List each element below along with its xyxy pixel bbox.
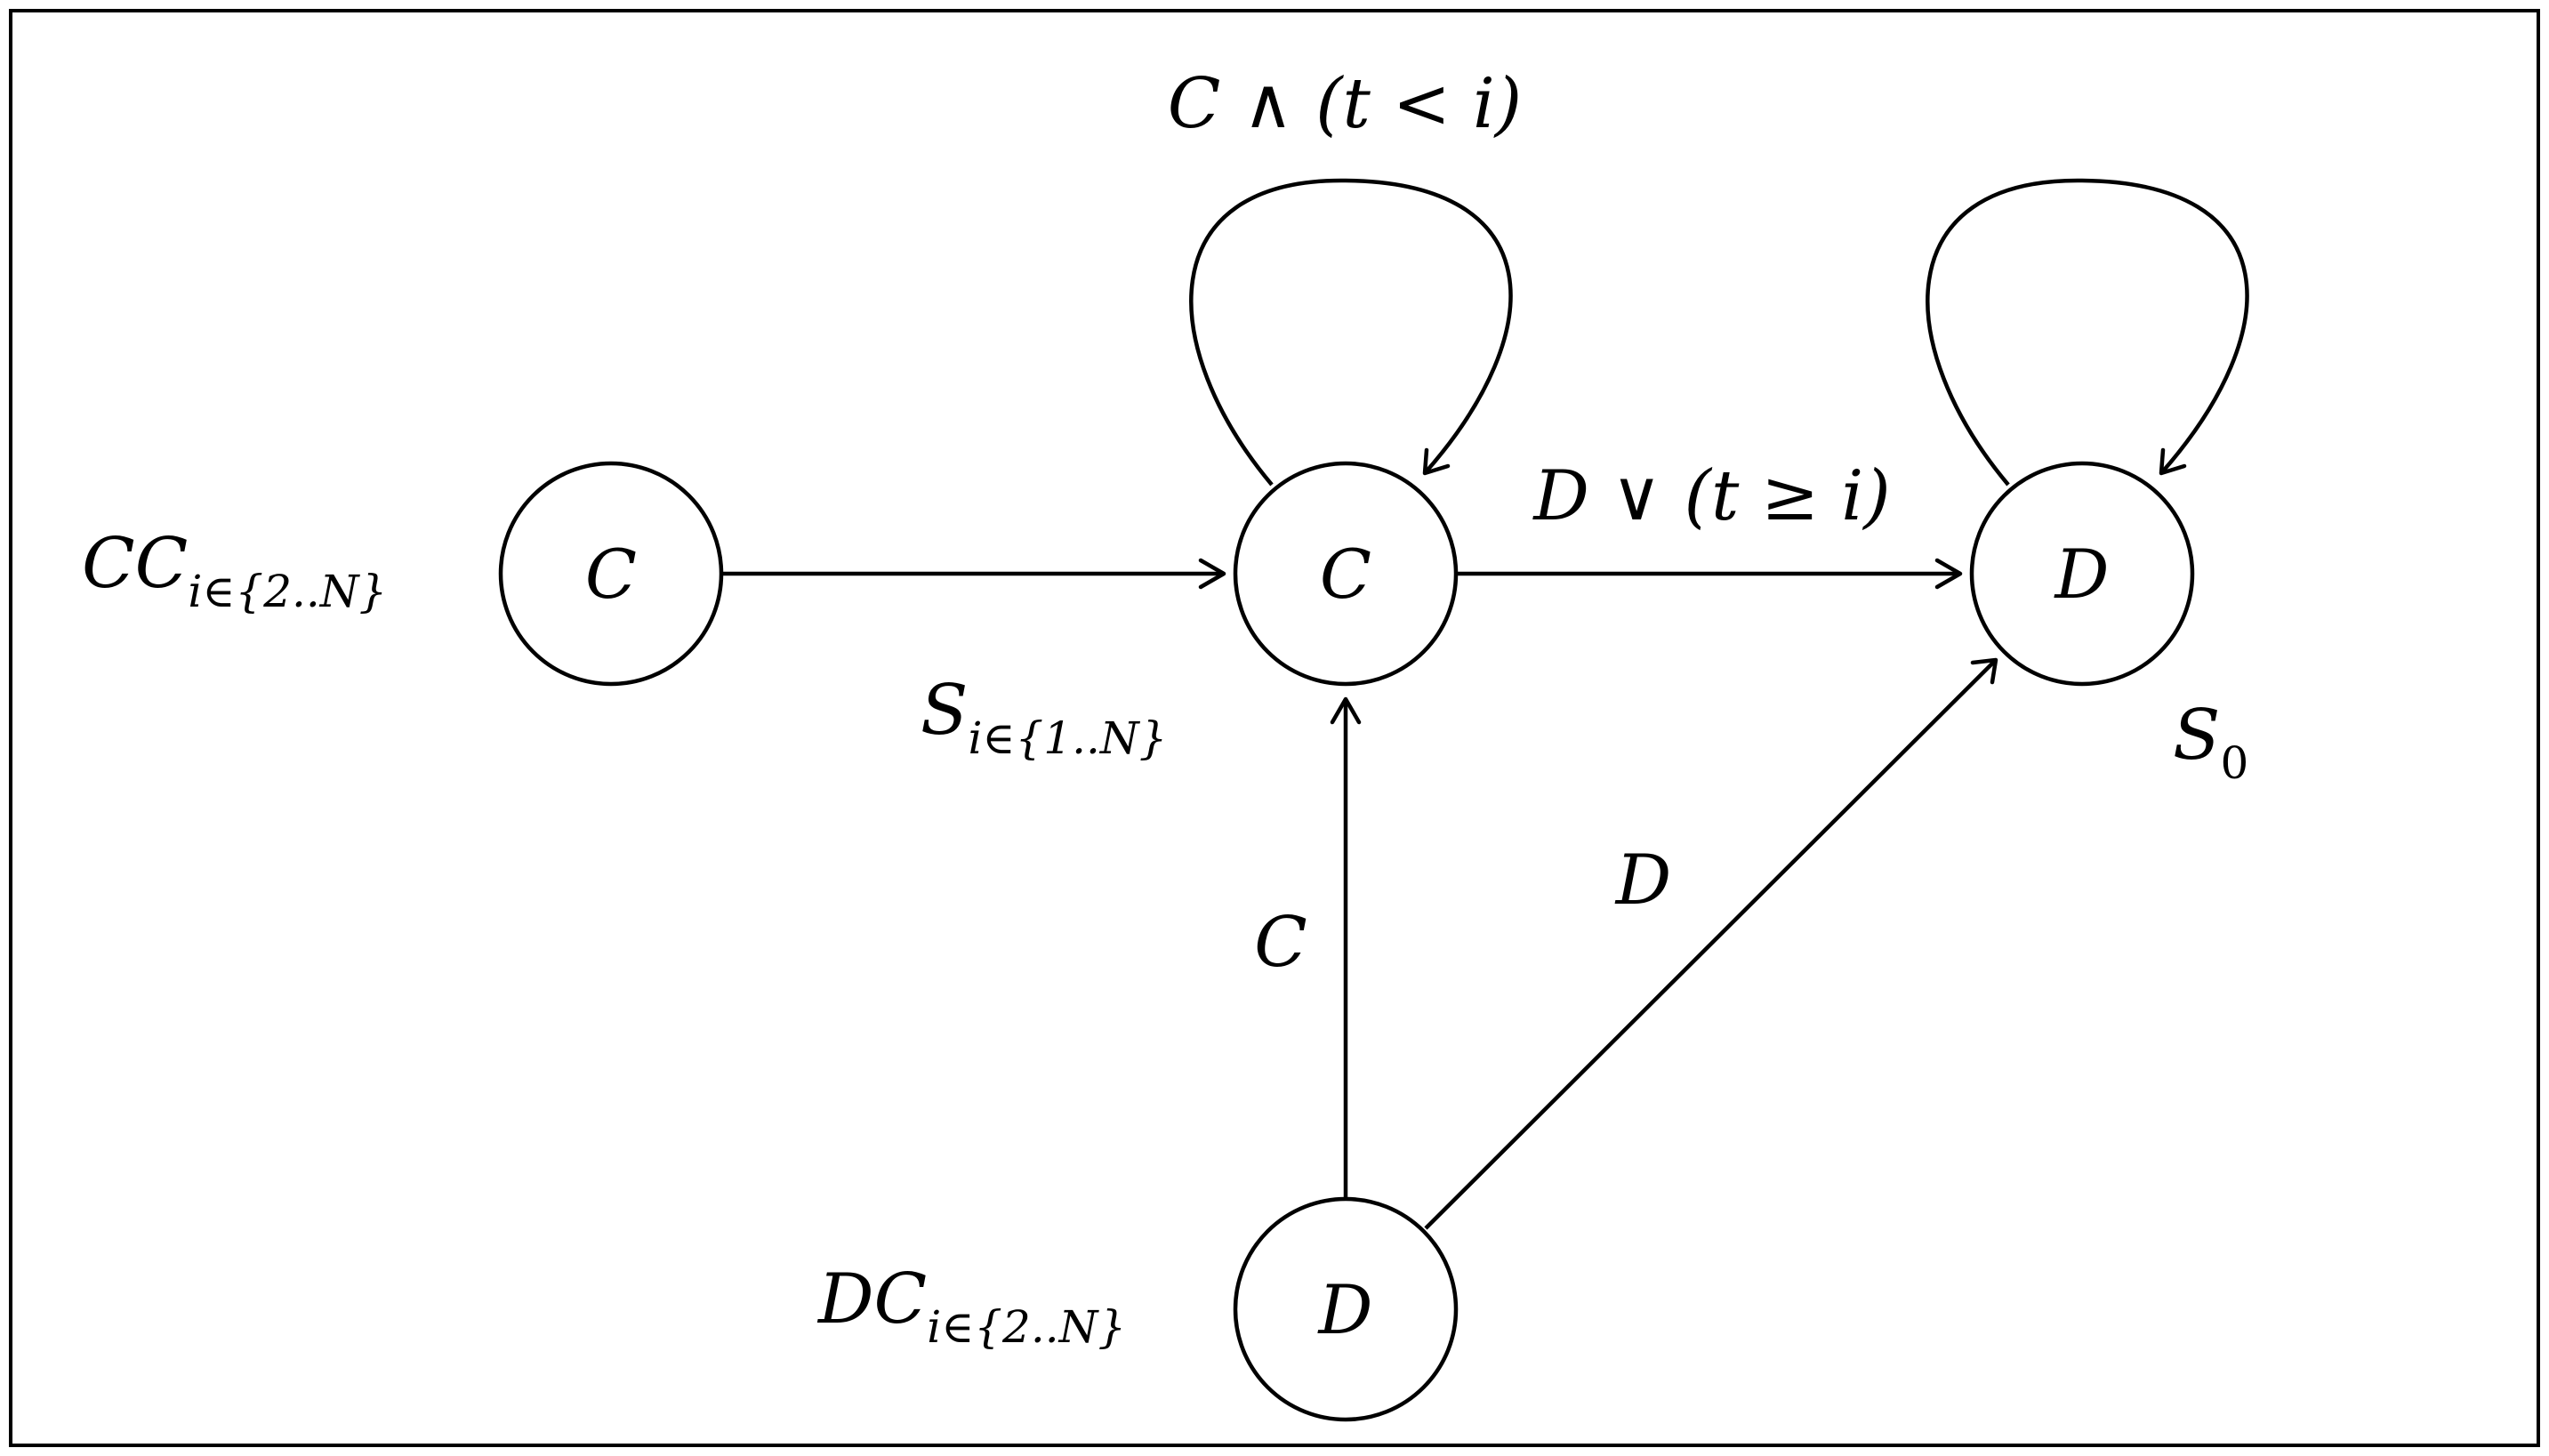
node-s0-circle (1969, 461, 2195, 687)
edge-dc-to-s-arrowhead (1330, 696, 1362, 725)
edge-s0-self-loop-path (1926, 178, 2249, 487)
edge-dc-to-s0 (1424, 657, 1998, 1230)
edge-label-dc-to-s: C (1254, 903, 1307, 983)
edge-dc-to-s0-line (1424, 658, 1998, 1230)
edge-label-s-loop: C ∧ (t < i) (1168, 64, 1522, 144)
state-label-dc-sub: i∈{2..N} (927, 1301, 1126, 1353)
diagram-frame (9, 9, 2540, 1447)
edge-s-to-s0 (1457, 558, 1963, 590)
edge-s-self-loop (1189, 178, 1513, 487)
node-s0: D (1969, 461, 2195, 687)
node-s-symbol: C (1320, 535, 1371, 614)
state-label-s0-main: S (2173, 696, 2220, 776)
edge-cc-to-s-arrowhead (1198, 558, 1226, 590)
edge-dc-to-s0-arrowhead (1970, 657, 1998, 685)
state-label-dc-main: DC (816, 1259, 927, 1339)
state-label-cc-main: CC (82, 524, 188, 604)
state-label-s: Si∈{1..N} (921, 671, 1167, 764)
node-dc-symbol: D (1317, 1270, 1373, 1349)
node-cc: C (498, 461, 724, 687)
node-s-circle (1233, 461, 1459, 687)
state-label-s0: S0 (2173, 696, 2248, 789)
node-s: C (1233, 461, 1459, 687)
state-label-dc: DCi∈{2..N} (816, 1259, 1126, 1353)
edge-cc-to-s (722, 558, 1226, 590)
edge-label-dc-to-s0: D (1614, 841, 1672, 921)
state-label-cc: CCi∈{2..N} (82, 524, 387, 617)
node-s0-symbol: D (2054, 535, 2110, 614)
node-dc-circle (1233, 1196, 1459, 1422)
edge-s0-self-loop (1926, 178, 2249, 487)
node-cc-symbol: C (585, 535, 637, 614)
edge-dc-to-s (1330, 696, 1362, 1199)
state-label-s-sub: i∈{1..N} (968, 712, 1167, 764)
edge-label-s-to-s0: D ∨ (t ≥ i) (1532, 456, 1890, 536)
edge-s-to-s0-arrowhead (1934, 558, 1963, 590)
edge-s0-self-loop-arrowhead (2159, 447, 2187, 476)
edge-s-self-loop-arrowhead (1422, 447, 1451, 476)
edge-s-self-loop-path (1189, 178, 1513, 487)
state-label-s0-sub: 0 (2220, 737, 2248, 789)
state-label-s-main: S (921, 671, 968, 751)
state-label-cc-sub: i∈{2..N} (188, 566, 387, 617)
node-cc-circle (498, 461, 724, 687)
node-dc: D (1233, 1196, 1459, 1422)
